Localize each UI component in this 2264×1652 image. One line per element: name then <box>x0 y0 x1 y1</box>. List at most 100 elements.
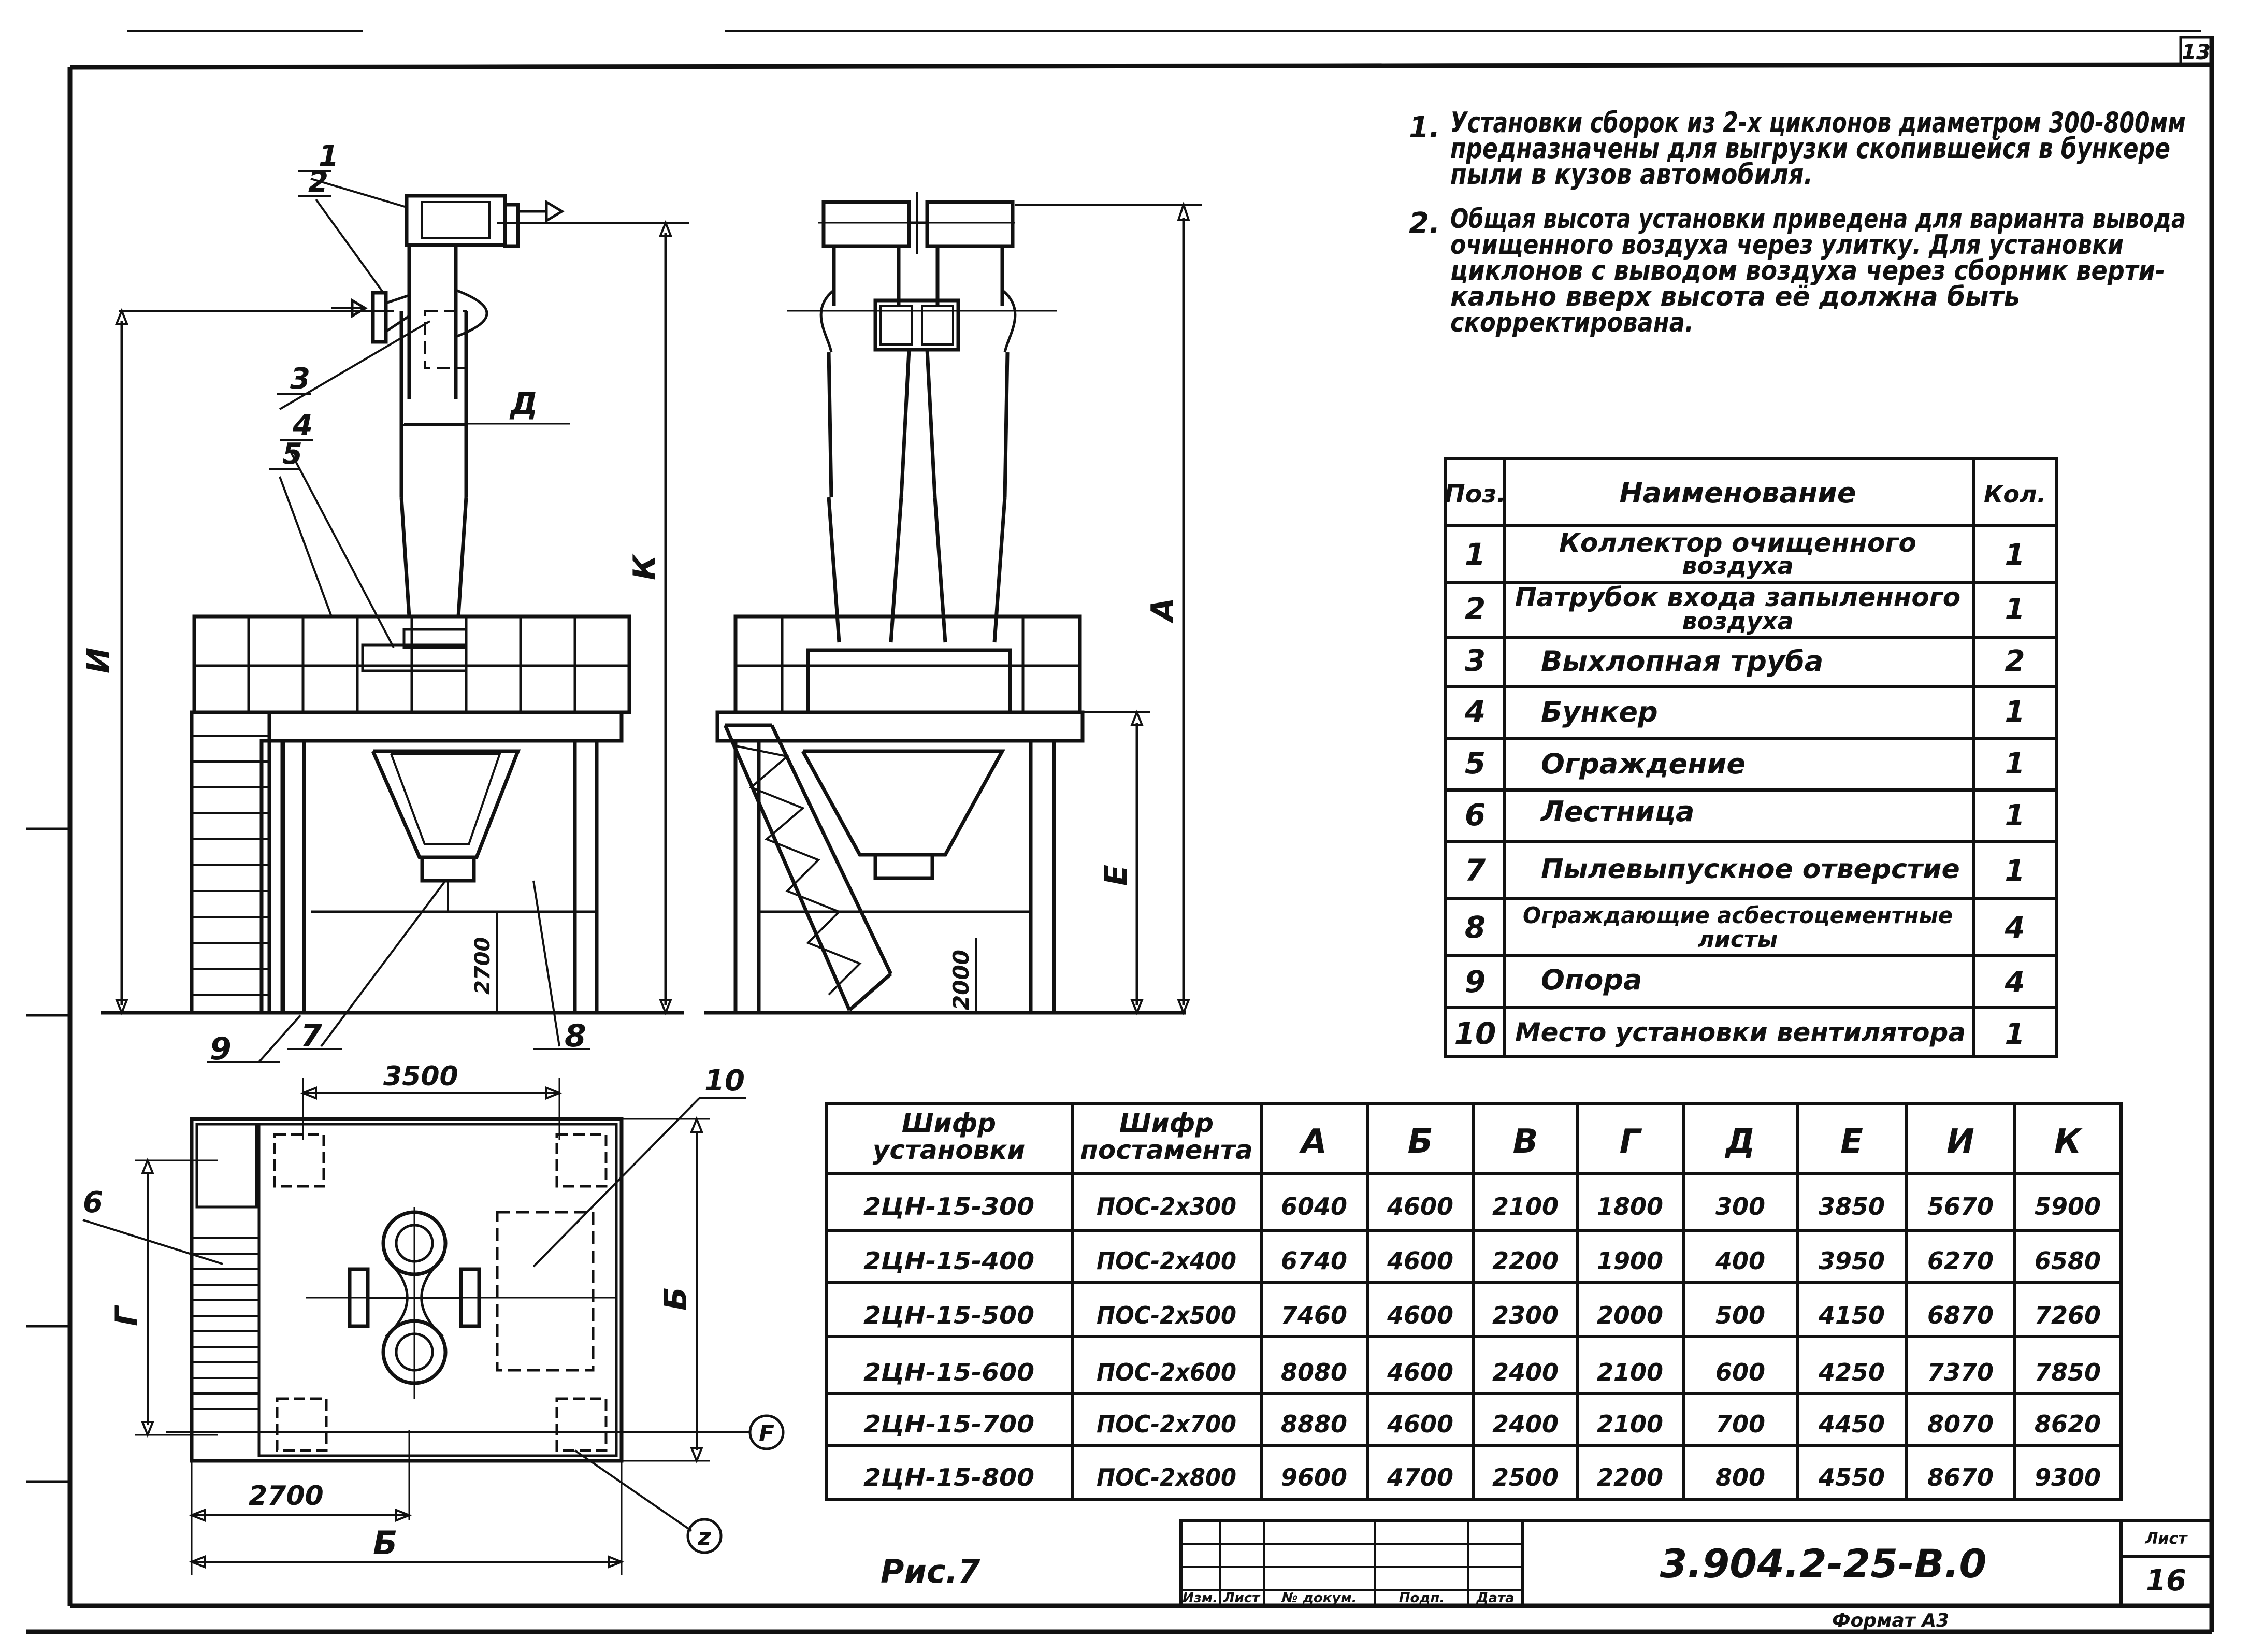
dims-row-installation: 2ЦН-15-600 <box>863 1358 1034 1386</box>
parts-row-pos: 3 <box>1465 643 1486 678</box>
dim-G-label: Г <box>109 1305 145 1326</box>
dims-row-value: 7850 <box>2035 1358 2101 1386</box>
front-view <box>101 170 689 1063</box>
dims-row-value: 4600 <box>1387 1247 1453 1275</box>
note-1-line-3: пыли в кузов автомобиля. <box>1450 158 1813 191</box>
pos-2-label: 2 <box>308 165 328 199</box>
note-2-number: 2. <box>1409 207 1440 240</box>
dims-header-col-3: Б <box>1408 1123 1433 1161</box>
dims-row-value: 7460 <box>1281 1301 1347 1329</box>
dim-3500-label: 3500 <box>383 1061 458 1092</box>
dims-header-col-8: И <box>1946 1123 1974 1161</box>
dims-row-value: 2100 <box>1597 1358 1663 1386</box>
plan-view-labels: 10 6 3500 2700 Б Г Б F z <box>83 1061 774 1562</box>
dims-row-value: 6870 <box>1927 1301 1994 1329</box>
parts-row-pos: 10 <box>1454 1016 1496 1051</box>
pos-5-label: 5 <box>282 437 302 471</box>
parts-row-pos: 5 <box>1465 745 1486 781</box>
dims-row-value: 2100 <box>1492 1193 1559 1220</box>
axis-F-label: F <box>759 1420 774 1447</box>
dims-row-value: 6580 <box>2035 1247 2101 1275</box>
dims-header-col-5: Г <box>1620 1123 1642 1161</box>
parts-row-qty: 1 <box>2005 538 2025 572</box>
dims-row-installation: 2ЦН-15-400 <box>863 1247 1034 1275</box>
dim-K-label: К <box>627 553 663 580</box>
dims-row-value: 7260 <box>2035 1301 2101 1329</box>
parts-row-name: Выхлопная труба <box>1541 645 1823 678</box>
dims-row-pedestal: ПОС-2х500 <box>1097 1301 1236 1329</box>
dims-row-value: 8620 <box>2035 1410 2101 1438</box>
parts-row-name-cont: листы <box>1698 926 1778 953</box>
title-block-text: Изм. Лист № докум. Подп. Дата 3.904.2-25… <box>1183 1530 2188 1631</box>
dims-header-col-7: Е <box>1840 1123 1863 1161</box>
parts-row-name: Пылевыпускное отверстие <box>1541 854 1960 885</box>
dim-2000-label: 2000 <box>948 950 974 1010</box>
pos-10-label: 10 <box>704 1064 745 1098</box>
dims-row-pedestal: ПОС-2х300 <box>1097 1193 1236 1220</box>
side-view <box>704 192 1202 1016</box>
dims-row-value: 4700 <box>1387 1463 1453 1491</box>
parts-row-qty: 1 <box>2005 695 2025 729</box>
sheet-frame <box>26 30 2214 1634</box>
dims-row-value: 500 <box>1715 1301 1765 1329</box>
sheet-label: Лист <box>2144 1530 2188 1548</box>
notes-block: 1. Установки сборок из 2-х циклонов диам… <box>1409 106 2186 338</box>
stamp-label-list: Лист <box>1223 1590 1261 1606</box>
dims-row-value: 9300 <box>2035 1463 2101 1491</box>
note-2-line-3: циклонов с выводом воздуха через сборник… <box>1450 255 2165 286</box>
axis-z-label: z <box>697 1524 711 1550</box>
parts-table-grid <box>1444 457 2058 1058</box>
stamp-label-izm: Изм. <box>1183 1590 1218 1606</box>
note-1-line-2: предназначены для выгрузки скопившейся в… <box>1450 132 2170 165</box>
dims-row-value: 700 <box>1715 1410 1765 1438</box>
dims-row-value: 300 <box>1715 1193 1765 1220</box>
dims-row-value: 800 <box>1715 1463 1765 1491</box>
dims-row-installation: 2ЦН-15-300 <box>863 1193 1034 1220</box>
dim-D-label: Д <box>509 386 538 422</box>
dims-row-pedestal: ПОС-2х600 <box>1097 1358 1236 1386</box>
note-1-number: 1. <box>1409 111 1440 145</box>
dims-row-value: 6270 <box>1927 1247 1994 1275</box>
dims-row-value: 7370 <box>1927 1358 1994 1386</box>
dims-row-installation: 2ЦН-15-700 <box>863 1410 1034 1438</box>
dims-header-col-6: Д <box>1725 1123 1755 1161</box>
note-2-line-4: кально вверх высота её должна быть <box>1450 281 2020 312</box>
parts-row-pos: 1 <box>1465 537 1486 572</box>
dims-row-value: 1800 <box>1597 1193 1663 1220</box>
format-label: Формат А3 <box>1832 1610 1949 1631</box>
dims-row-pedestal: ПОС-2х400 <box>1097 1247 1236 1275</box>
dims-row-value: 2400 <box>1492 1358 1559 1386</box>
pos-9-label: 9 <box>210 1031 232 1067</box>
dims-row-value: 4250 <box>1818 1358 1885 1386</box>
dims-row-pedestal: ПОС-2х800 <box>1097 1463 1236 1491</box>
stamp-label-doc: № докум. <box>1281 1590 1357 1606</box>
parts-row-name: Место установки вентилятора <box>1515 1017 1966 1047</box>
stamp-label-date: Дата <box>1476 1590 1514 1606</box>
note-2-line-2: очищенного воздуха через улитку. Для уст… <box>1450 229 2124 261</box>
dims-row-value: 2300 <box>1492 1301 1559 1329</box>
dims-row-value: 4600 <box>1387 1301 1453 1329</box>
dims-row-value: 6740 <box>1281 1247 1347 1275</box>
parts-row-qty: 1 <box>2005 593 2025 626</box>
dims-row-value: 8880 <box>1281 1410 1347 1438</box>
dims-row-value: 4150 <box>1818 1301 1885 1329</box>
plan-view <box>82 1078 785 1575</box>
dims-row-value: 2000 <box>1597 1301 1663 1329</box>
dims-row-value: 4550 <box>1818 1463 1885 1491</box>
parts-header-pos: Поз. <box>1444 480 1506 509</box>
pos-1-label: 1 <box>319 139 339 173</box>
pos-8-label: 8 <box>565 1018 586 1054</box>
parts-row-qty: 1 <box>2005 1017 2025 1051</box>
parts-row-qty: 1 <box>2005 747 2025 781</box>
parts-row-pos: 7 <box>1465 853 1486 888</box>
parts-row-pos: 2 <box>1465 591 1486 626</box>
dims-row-value: 8080 <box>1281 1358 1347 1386</box>
dims-row-value: 400 <box>1715 1247 1765 1275</box>
stamp-label-sign: Подп. <box>1399 1590 1445 1606</box>
dims-row-value: 3950 <box>1819 1247 1885 1275</box>
dim-B-label: Б <box>373 1524 397 1562</box>
dims-header-col-2: А <box>1299 1123 1327 1161</box>
parts-row-qty: 4 <box>2005 966 2025 999</box>
